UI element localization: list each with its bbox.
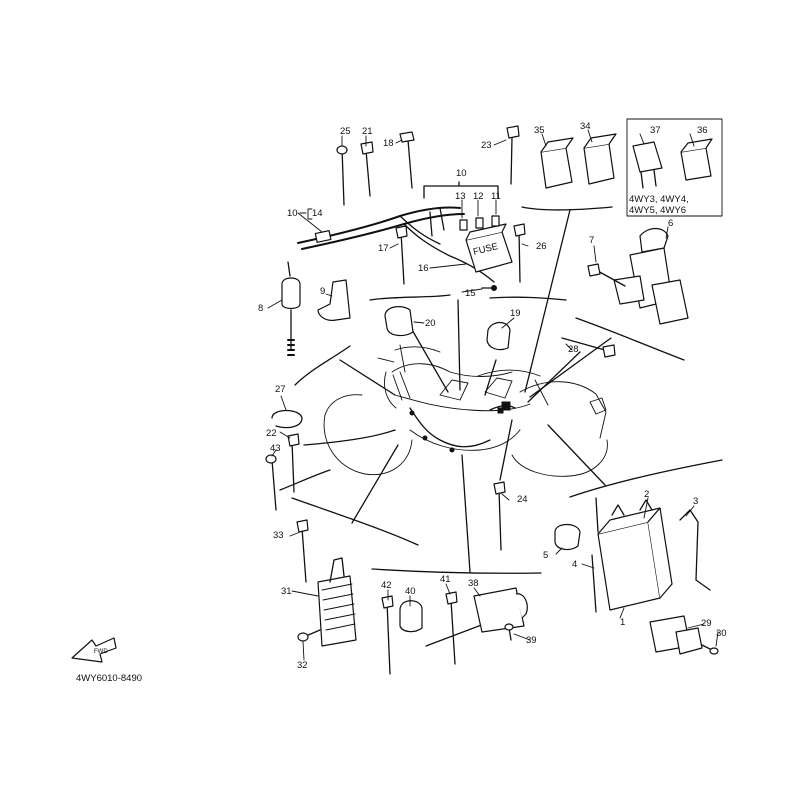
label-21: 21 <box>362 126 373 137</box>
variant-note-line1: 4WY3, 4WY4, <box>629 194 689 205</box>
bracket-10-14 <box>299 208 313 220</box>
label-3: 3 <box>693 496 698 507</box>
label-27: 27 <box>275 384 286 395</box>
bands-and-ties-left <box>265 409 303 511</box>
label-14: 14 <box>312 208 323 219</box>
ties-and-clamps-top <box>336 125 520 206</box>
label-13: 13 <box>455 191 466 202</box>
label-5: 5 <box>543 550 548 561</box>
label-15: 15 <box>465 288 476 299</box>
ignition-switch <box>587 227 689 325</box>
label-8: 8 <box>258 303 263 314</box>
relays <box>540 133 617 189</box>
tie-24 <box>493 481 506 551</box>
label-25: 25 <box>340 126 351 137</box>
label-2: 2 <box>644 489 649 500</box>
bottom-center-parts <box>381 587 528 675</box>
label-35: 35 <box>534 125 545 136</box>
label-1: 1 <box>620 617 625 628</box>
label-10-connector: 10 <box>287 208 298 219</box>
label-34: 34 <box>580 121 591 132</box>
rectifier-regulator <box>296 519 357 647</box>
label-38: 38 <box>468 578 479 589</box>
label-37: 37 <box>650 125 661 136</box>
variant-box <box>626 118 723 217</box>
label-9: 9 <box>320 286 325 297</box>
leader-lines <box>279 206 723 574</box>
switch-and-bracket-left <box>281 261 351 356</box>
label-42: 42 <box>381 580 392 591</box>
label-18: 18 <box>383 138 394 149</box>
wire-harness-group: FUSE <box>297 181 526 291</box>
label-41: 41 <box>440 574 451 585</box>
label-28: 28 <box>568 344 579 355</box>
starter-relay <box>649 615 719 655</box>
label-16: 16 <box>418 263 429 274</box>
battery-group <box>554 497 711 613</box>
svg-text:FWD: FWD <box>94 649 108 655</box>
part-labels: 25 21 18 23 35 34 37 36 4WY3, 4WY4, 4WY5… <box>258 121 727 671</box>
label-6: 6 <box>668 218 673 229</box>
variant-note-line2: 4WY5, 4WY6 <box>629 205 686 216</box>
motorcycle-outline <box>323 344 608 477</box>
label-24: 24 <box>517 494 528 505</box>
label-40: 40 <box>405 586 416 597</box>
label-17: 17 <box>378 243 389 254</box>
label-26: 26 <box>536 241 547 252</box>
label-33: 33 <box>273 530 284 541</box>
label-39: 39 <box>526 635 537 646</box>
label-22: 22 <box>266 428 277 439</box>
fwd-arrow-icon: FWD <box>71 637 117 663</box>
label-32: 32 <box>297 660 308 671</box>
label-4: 4 <box>572 559 577 570</box>
label-10-bracket: 10 <box>456 168 467 179</box>
label-ticks <box>267 129 719 661</box>
label-20: 20 <box>425 318 436 329</box>
label-29: 29 <box>701 618 712 629</box>
diagram-code: 4WY6010-8490 <box>76 673 142 684</box>
clamps-middle <box>384 306 616 358</box>
label-30: 30 <box>716 628 727 639</box>
label-31: 31 <box>281 586 292 597</box>
label-19: 19 <box>510 308 521 319</box>
label-11: 11 <box>491 191 501 202</box>
label-12: 12 <box>473 191 484 202</box>
label-23: 23 <box>481 140 492 151</box>
label-43: 43 <box>270 443 281 454</box>
label-7: 7 <box>589 235 594 246</box>
label-36: 36 <box>697 125 708 136</box>
